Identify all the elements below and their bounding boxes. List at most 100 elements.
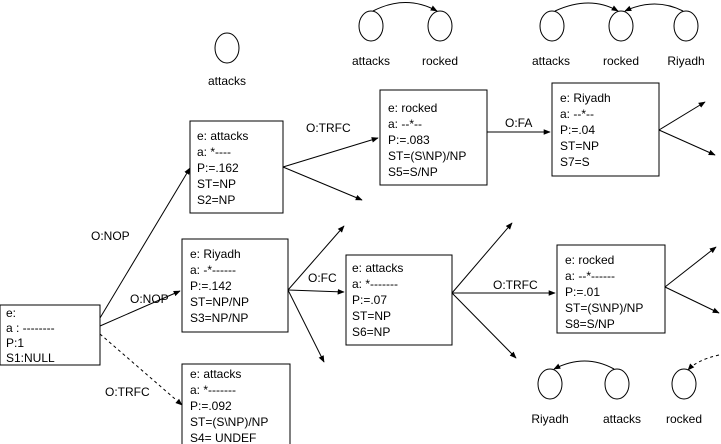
- state-line: S1:NULL: [6, 351, 55, 365]
- state-line: e: attacks: [190, 367, 241, 381]
- edge-attacks2-branch-up: [451, 222, 513, 294]
- graph-label: rocked: [603, 54, 639, 68]
- state-box-s0: e: a : -------- P:1 S1:NULL: [0, 304, 101, 366]
- state-line: e:: [6, 306, 16, 320]
- state-box-frame: [551, 82, 660, 177]
- state-box-s6: e: Riyadh a: --*-- P:=.04 ST=NP S7=S: [551, 82, 660, 177]
- edge-rocked-branch-down: [664, 286, 720, 314]
- state-line: S5=S/NP: [388, 165, 438, 179]
- state-box-frame: [0, 304, 101, 366]
- state-line: a: *-------: [352, 277, 398, 291]
- state-box-frame: [189, 120, 284, 214]
- state-line: ST=NP: [197, 177, 236, 191]
- state-line: e: rocked: [565, 253, 614, 267]
- graph-label: rocked: [422, 54, 458, 68]
- edge-riyadh-branch-up: [658, 101, 706, 131]
- graph-arc: [553, 360, 615, 370]
- state-line: e: attacks: [352, 261, 403, 275]
- state-box-s5: e: attacks a: *------- P:=.07 ST=NP S6=N…: [345, 254, 453, 346]
- state-line: S7=S: [560, 155, 590, 169]
- state-line: a: *----: [197, 145, 231, 159]
- state-line: a: *-------: [190, 383, 236, 397]
- graph-node: [427, 10, 453, 42]
- state-box-s1: e: attacks a: *---- P:=.162 ST=NP S2=NP: [189, 120, 284, 214]
- state-line: e: rocked: [388, 101, 437, 115]
- graph-node: [673, 10, 699, 42]
- op-label-nop-lower: O:NOP: [130, 292, 169, 306]
- state-line: S8=S/NP: [565, 317, 615, 331]
- edge-attacks2-branch-down: [451, 292, 517, 359]
- graph-g3: attacks rocked Riyadh: [532, 2, 705, 68]
- op-label-trfc-dashed: O:TRFC: [105, 385, 150, 399]
- op-label-fc: O:FC: [308, 271, 337, 285]
- operation-labels: O:NOP O:NOP O:TRFC O:TRFC O:FA O:FC O:TR…: [91, 116, 538, 399]
- state-box-frame: [345, 254, 453, 346]
- state-box-frame: [379, 89, 488, 186]
- graph-node: [671, 368, 697, 400]
- edge-rocked-branch-up: [664, 246, 717, 288]
- graph-g4: Riyadh attacks rocked: [531, 354, 720, 426]
- graph-node: [214, 32, 240, 64]
- state-line: P:=.162: [197, 161, 239, 175]
- graph-arc: [554, 2, 619, 12]
- edge-nop-lower: [99, 290, 181, 327]
- state-line: P:=.142: [190, 279, 232, 293]
- state-line: a: -*------: [190, 263, 236, 277]
- op-label-trfc-upper: O:TRFC: [306, 121, 351, 135]
- edges: [99, 101, 720, 406]
- state-line: S4= UNDEF: [190, 431, 256, 444]
- state-line: P:=.083: [388, 133, 430, 147]
- graph-arc-dashed: [687, 354, 720, 371]
- graph-label: attacks: [603, 412, 641, 426]
- graph-label: attacks: [532, 54, 570, 68]
- edge-trfc-upper: [282, 137, 379, 168]
- edge-riyadh-branch-down: [287, 289, 325, 363]
- state-line: P:=.092: [190, 399, 232, 413]
- edge-attacks-branch: [282, 166, 363, 201]
- state-line: a: --*------: [565, 269, 615, 283]
- state-line: P:=.01: [565, 285, 600, 299]
- state-line: ST=(S\NP)/NP: [190, 415, 268, 429]
- state-line: P:=.07: [352, 293, 387, 307]
- state-line: a: --*--: [560, 107, 594, 121]
- graph-g1: attacks: [208, 32, 246, 88]
- state-line: P:1: [6, 336, 24, 350]
- state-line: e: Riyadh: [560, 91, 611, 105]
- state-line: ST=(S\NP)/NP: [388, 149, 466, 163]
- state-line: ST=NP/NP: [190, 295, 249, 309]
- graph-node: [537, 368, 563, 400]
- state-line: a: --*--: [388, 117, 422, 131]
- edge-riyadh-branch-down: [658, 129, 716, 156]
- state-line: S6=NP: [352, 325, 390, 339]
- edge-fc: [287, 288, 345, 295]
- state-line: S3=NP/NP: [190, 311, 248, 325]
- graph-node: [539, 10, 565, 42]
- state-line: ST=NP: [560, 139, 599, 153]
- state-box-frame: [181, 363, 291, 444]
- graph-node: [604, 368, 630, 400]
- state-line: e: Riyadh: [190, 247, 241, 261]
- edge-riyadh-branch: [287, 225, 345, 291]
- graph-node: [358, 10, 384, 42]
- edge-trfc-dashed: [99, 333, 183, 406]
- graph-arc: [372, 2, 438, 12]
- state-line: a : --------: [6, 321, 55, 335]
- op-label-trfc-lower: O:TRFC: [493, 278, 538, 292]
- edge-nop-upper: [99, 167, 191, 319]
- state-line: S2=NP: [197, 193, 235, 207]
- graph-label: attacks: [352, 54, 390, 68]
- graph-label: Riyadh: [667, 54, 704, 68]
- graph-node: [608, 10, 634, 42]
- state-box-frame: [556, 244, 666, 334]
- graph-arc: [624, 3, 684, 12]
- graph-label: Riyadh: [531, 412, 568, 426]
- state-line: ST=(S\NP)/NP: [565, 301, 643, 315]
- state-box-s3: e: attacks a: *------- P:=.092 ST=(S\NP)…: [181, 363, 291, 444]
- graph-g2: attacks rocked: [352, 2, 458, 68]
- state-line: P:=.04: [560, 123, 595, 137]
- state-line: ST=NP: [352, 309, 391, 323]
- op-label-fa: O:FA: [505, 116, 532, 130]
- state-box-s2: e: Riyadh a: -*------ P:=.142 ST=NP/NP S…: [181, 238, 289, 333]
- graph-label: attacks: [208, 74, 246, 88]
